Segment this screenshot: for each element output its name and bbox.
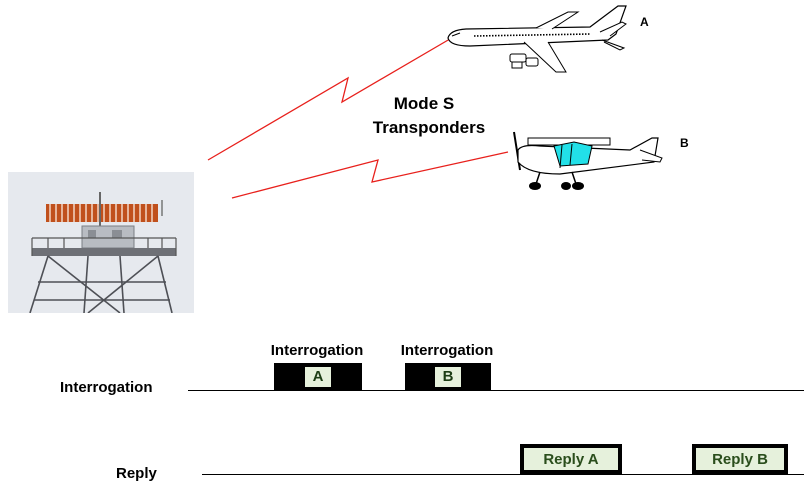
reply-track-label: Reply	[116, 465, 157, 482]
reply-pulse-b: Reply B	[692, 444, 788, 474]
pulse-b-label: B	[434, 367, 462, 387]
interrogation-track-label: Interrogation	[60, 379, 153, 396]
signal-to-aircraft-b	[231, 151, 509, 199]
radar-antenna-photo	[8, 172, 194, 313]
interrogation-pulse-b: B	[405, 363, 491, 391]
interrogation-pulse-a: A	[274, 363, 362, 391]
mode-s-label-line1: Mode S	[393, 94, 455, 113]
cessna-icon	[513, 131, 663, 190]
aircraft-a-label: A	[640, 15, 649, 29]
aircraft-b-label: B	[680, 136, 689, 150]
mode-s-label-line2: Transponders	[372, 118, 486, 137]
airliner-icon	[447, 5, 627, 73]
reply-track-line	[202, 474, 804, 475]
reply-pulse-a: Reply A	[520, 444, 622, 474]
reply-a-label: Reply A	[524, 448, 618, 470]
interrogation-b-heading: Interrogation	[400, 342, 494, 359]
reply-b-label: Reply B	[696, 448, 784, 470]
pulse-a-label: A	[304, 367, 332, 387]
interrogation-track-line	[188, 390, 804, 391]
interrogation-a-heading: Interrogation	[270, 342, 364, 359]
